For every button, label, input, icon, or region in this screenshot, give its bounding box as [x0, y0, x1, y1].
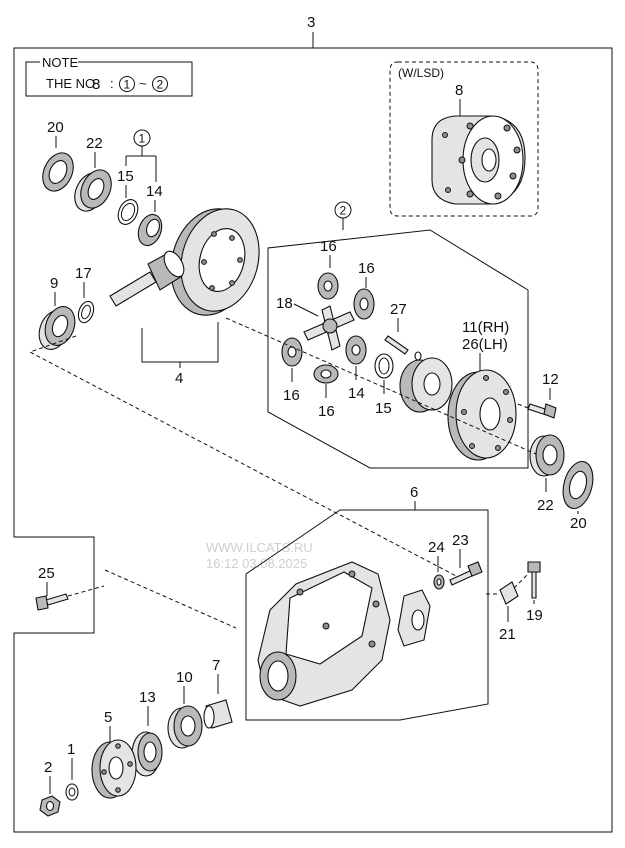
- flange-5: [91, 739, 137, 799]
- note-prefix: THE NO: [46, 76, 95, 91]
- callout-15a: 15: [117, 168, 134, 185]
- callout-27: 27: [390, 301, 407, 318]
- washer-24: [433, 574, 445, 590]
- callout-2: 2: [44, 759, 52, 776]
- washer-1: [65, 783, 79, 801]
- pin-27: [384, 335, 422, 361]
- callout-circle-2: 2: [340, 204, 347, 218]
- callout-8: 8: [455, 82, 463, 99]
- watermark-line1: WWW.ILCATS.RU: [206, 540, 313, 555]
- note-tilde: ~: [139, 76, 147, 91]
- oil-seal-13: [131, 731, 163, 777]
- callout-24: 24: [428, 539, 445, 556]
- callout-20b: 20: [570, 515, 587, 532]
- callout-16d: 16: [318, 403, 335, 420]
- callout-14b: 14: [348, 385, 365, 402]
- callout-7: 7: [212, 657, 220, 674]
- assembly-frame: [13, 47, 613, 833]
- callout-9: 9: [50, 275, 58, 292]
- callout-25: 25: [38, 565, 55, 582]
- pinion-gear-16d: [313, 364, 339, 384]
- spacer-17: [77, 300, 95, 324]
- bolt-12: [527, 403, 557, 419]
- side-gear-14b: [345, 335, 367, 365]
- bearing-22a: [74, 169, 112, 212]
- callout-16a: 16: [320, 238, 337, 255]
- callout-11: 11(RH): [462, 319, 509, 336]
- note-ref-a: 1: [124, 78, 131, 92]
- callout-23: 23: [452, 532, 469, 549]
- bracket-21: [499, 581, 519, 605]
- callout-4: 4: [175, 370, 183, 387]
- callout-15b: 15: [375, 400, 392, 417]
- shim-15a: [117, 199, 139, 225]
- ring-gear-4: [170, 208, 260, 316]
- bearing-10: [167, 705, 203, 749]
- callout-1: 1: [67, 741, 75, 758]
- carrier-frame: [245, 509, 489, 721]
- pinion-shaft-18: [303, 305, 355, 351]
- bearing-race-20a: [42, 152, 74, 192]
- callout-3: 3: [307, 14, 315, 31]
- bearing-14a: [137, 213, 163, 247]
- callout-5: 5: [104, 709, 112, 726]
- side-gear-16b: [353, 288, 375, 320]
- callout-16b: 16: [358, 260, 375, 277]
- callout-circle-1: 1: [139, 132, 146, 146]
- drive-pinion-4: [109, 250, 185, 307]
- watermark-line2: 16:12 03.08.2025: [206, 556, 307, 571]
- note-number: 8: [92, 76, 100, 93]
- callout-14a: 14: [146, 183, 163, 200]
- bolt-23: [449, 561, 483, 586]
- callout-20a: 20: [47, 119, 64, 136]
- callout-21: 21: [499, 626, 516, 643]
- callout-22a: 22: [86, 135, 103, 152]
- callout-17: 17: [75, 265, 92, 282]
- lsd-box: (W/LSD) 8: [389, 61, 539, 217]
- diff-subassembly-frame: [267, 229, 529, 469]
- callout-16c: 16: [283, 387, 300, 404]
- callout-10: 10: [176, 669, 193, 686]
- callout-12: 12: [542, 371, 559, 388]
- diff-case-11: [447, 369, 517, 461]
- bearing-cap: [397, 589, 431, 647]
- note-title: NOTE: [42, 55, 78, 70]
- spacer-7: [203, 699, 233, 729]
- bearing-race-20b: [562, 460, 594, 510]
- callout-26: 26(LH): [462, 336, 508, 353]
- pinion-gear-16c: [281, 337, 303, 367]
- diff-case-small: [399, 357, 453, 413]
- callout-19: 19: [526, 607, 543, 624]
- callout-18: 18: [276, 295, 293, 312]
- nut-2: [39, 795, 61, 817]
- bolt-19: [527, 561, 541, 599]
- thrust-washer-15b: [374, 353, 394, 379]
- note-ref-b: 2: [157, 78, 164, 92]
- side-gear-16a: [317, 272, 339, 300]
- callout-22b: 22: [537, 497, 554, 514]
- lsd-title: (W/LSD): [398, 66, 444, 80]
- carrier-housing-6: [257, 561, 391, 707]
- bearing-9: [38, 306, 76, 350]
- lsd-case: [431, 115, 526, 205]
- note-colon: :: [110, 76, 114, 91]
- bolt-25: [35, 593, 69, 611]
- callout-13: 13: [139, 689, 156, 706]
- callout-6: 6: [410, 484, 418, 501]
- bearing-22b: [529, 434, 565, 477]
- note-box: NOTE THE NO 8 : 1 ~ 2: [25, 55, 193, 97]
